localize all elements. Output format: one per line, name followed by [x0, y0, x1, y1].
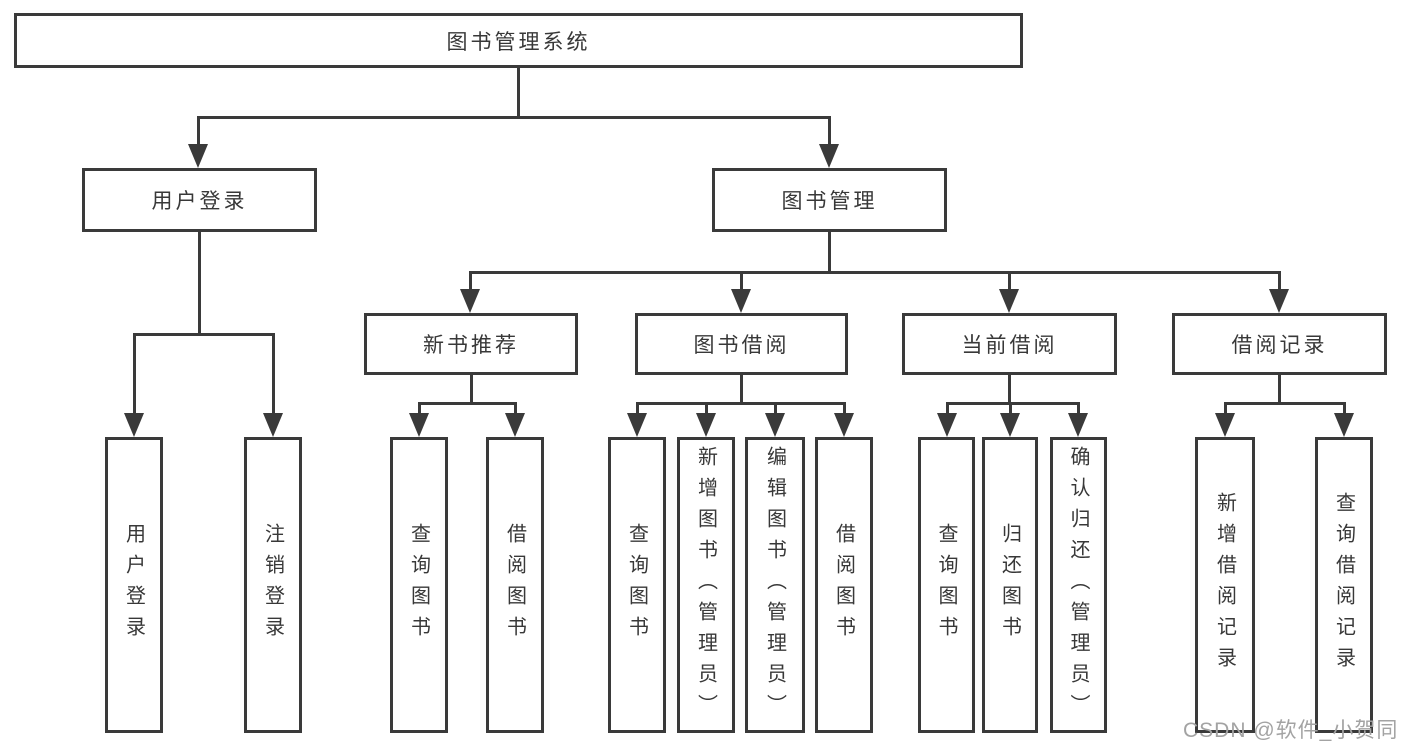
arrow-down-icon — [1269, 289, 1289, 313]
connector-new-book-stem — [470, 373, 473, 405]
connector-leaf — [514, 402, 517, 415]
node-borrow-records: 借阅记录 — [1172, 313, 1387, 375]
node-user-login: 用户登录 — [82, 168, 317, 232]
connector-to-new-book — [469, 271, 472, 291]
node-new-book-recommend: 新书推荐 — [364, 313, 578, 375]
connector-leaf — [636, 402, 639, 415]
leaf-logout: 注销登录 — [244, 437, 302, 733]
connector-to-current-borrow — [1008, 271, 1011, 291]
arrow-down-icon — [1000, 413, 1020, 437]
arrow-down-icon — [124, 413, 144, 437]
arrow-down-icon — [1068, 413, 1088, 437]
arrow-down-icon — [834, 413, 854, 437]
connector-leaf — [1077, 402, 1080, 415]
arrow-down-icon — [937, 413, 957, 437]
watermark: CSDN @软件_小贺同学 — [1183, 719, 1399, 742]
connector-root-stem — [517, 66, 520, 118]
leaf-nb-borrow-book: 借阅图书 — [486, 437, 544, 733]
arrow-down-icon — [188, 144, 208, 168]
node-root: 图书管理系统 — [14, 13, 1023, 68]
leaf-nb-query-book: 查询图书 — [390, 437, 448, 733]
connector-leaf — [1009, 402, 1012, 415]
arrow-down-icon — [696, 413, 716, 437]
arrow-down-icon — [999, 289, 1019, 313]
connector-borrow-records-stem — [1278, 373, 1281, 405]
connector-to-borrow-records — [1278, 271, 1281, 291]
connector-book-mgmt-bar — [469, 271, 1281, 274]
connector-leaf — [774, 402, 777, 415]
connector-leaf — [1224, 402, 1227, 415]
arrow-down-icon — [263, 413, 283, 437]
connector-to-book-mgmt — [828, 116, 831, 146]
connector-to-book-borrow — [740, 271, 743, 291]
leaf-br-query-record: 查询借阅记录 — [1315, 437, 1373, 733]
leaf-cb-return-book: 归还图书 — [982, 437, 1038, 733]
connector-new-book-bar — [418, 402, 517, 405]
connector-to-leaf-user-login — [133, 333, 136, 415]
leaf-br-add-record: 新增借阅记录 — [1195, 437, 1255, 733]
connector-borrow-records-bar — [1224, 402, 1346, 405]
node-current-borrow: 当前借阅 — [902, 313, 1117, 375]
arrow-down-icon — [409, 413, 429, 437]
connector-leaf — [946, 402, 949, 415]
connector-current-borrow-bar — [946, 402, 1080, 405]
connector-current-borrow-stem — [1008, 373, 1011, 405]
connector-leaf — [418, 402, 421, 415]
leaf-bb-borrow-book: 借阅图书 — [815, 437, 873, 733]
connector-user-login-stem — [198, 230, 201, 336]
leaf-bb-query-book: 查询图书 — [608, 437, 666, 733]
leaf-user-login: 用户登录 — [105, 437, 163, 733]
connector-leaf — [705, 402, 708, 415]
leaf-cb-query-book: 查询图书 — [918, 437, 975, 733]
connector-leaf — [843, 402, 846, 415]
connector-user-login-bar — [133, 333, 275, 336]
arrow-down-icon — [819, 144, 839, 168]
connector-to-leaf-logout — [272, 333, 275, 415]
connector-book-borrow-bar — [636, 402, 846, 405]
arrow-down-icon — [1334, 413, 1354, 437]
connector-book-borrow-stem — [740, 373, 743, 405]
leaf-cb-confirm-return-admin: 确认归还（管理员） — [1050, 437, 1107, 733]
leaf-bb-edit-book-admin: 编辑图书（管理员） — [745, 437, 805, 733]
connector-root-bar — [197, 116, 831, 119]
connector-to-user-login — [197, 116, 200, 146]
node-book-borrow: 图书借阅 — [635, 313, 848, 375]
connector-book-mgmt-stem — [828, 230, 831, 274]
arrow-down-icon — [505, 413, 525, 437]
leaf-bb-add-book-admin: 新增图书（管理员） — [677, 437, 735, 733]
node-book-mgmt: 图书管理 — [712, 168, 947, 232]
connector-leaf — [1343, 402, 1346, 415]
arrow-down-icon — [460, 289, 480, 313]
arrow-down-icon — [627, 413, 647, 437]
arrow-down-icon — [765, 413, 785, 437]
arrow-down-icon — [731, 289, 751, 313]
arrow-down-icon — [1215, 413, 1235, 437]
